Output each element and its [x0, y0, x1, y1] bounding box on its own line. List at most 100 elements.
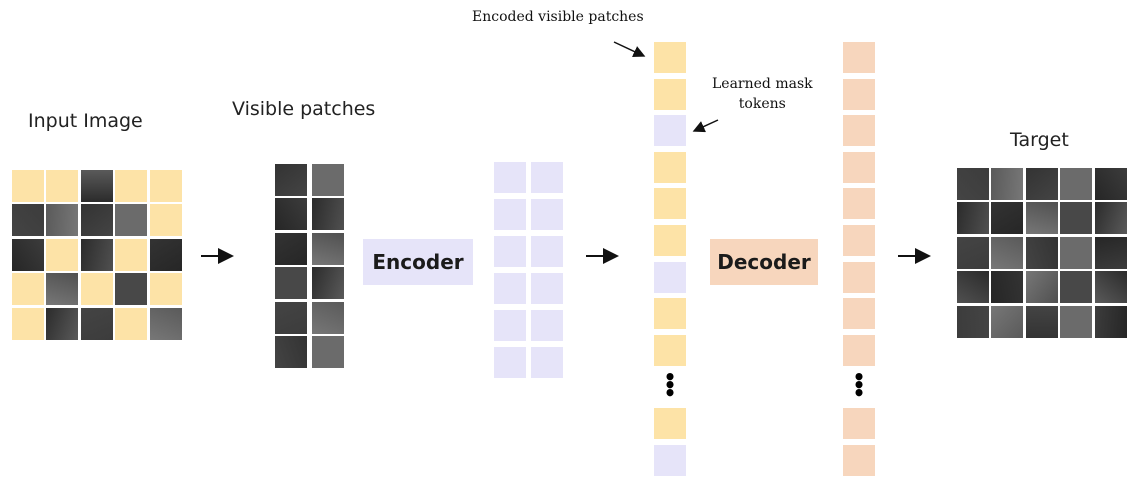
target-patch [991, 305, 1024, 338]
masked-patch [80, 273, 113, 306]
encoded-tokens-grid [494, 162, 564, 382]
decoded-token [843, 188, 875, 220]
masked-patch [115, 170, 148, 202]
target-patch [991, 168, 1024, 200]
encoded-token [531, 199, 563, 230]
target-patch [1094, 271, 1127, 304]
visible-patch [312, 164, 344, 196]
target-patch [957, 236, 989, 269]
mask-token [654, 444, 686, 476]
masked-patch [46, 170, 79, 202]
mask-token [654, 115, 686, 147]
image-patch [115, 204, 148, 237]
target-patch [1094, 168, 1127, 200]
encoded-visible-token [654, 151, 686, 183]
decoded-token [843, 261, 875, 293]
encoded-visible-patches-label: Encoded visible patches [472, 9, 644, 25]
target-patch [957, 168, 989, 200]
encoded-visible-token [654, 408, 686, 439]
masked-patch [12, 273, 44, 306]
visible-patch [275, 164, 307, 196]
target-patch [957, 202, 989, 235]
encoded-token [531, 162, 563, 193]
image-patch [80, 238, 113, 271]
decoded-token [843, 78, 875, 110]
target-patch [957, 305, 989, 338]
target-patch [1094, 305, 1127, 338]
encoded-token [494, 273, 526, 304]
visible-patch [275, 301, 307, 334]
image-patch [12, 204, 44, 237]
target-patch [1094, 202, 1127, 235]
target-patch [1025, 271, 1058, 304]
encoded-token [494, 236, 526, 267]
visible-patch [275, 232, 307, 265]
decoder-output-column: ••• [843, 42, 875, 482]
image-patch [80, 170, 113, 202]
image-patch [12, 238, 44, 271]
decoded-token [843, 225, 875, 256]
image-patch [149, 307, 182, 340]
decoded-token [843, 298, 875, 330]
target-patch [1025, 305, 1058, 338]
decoded-token [843, 151, 875, 183]
encoded-token [494, 347, 526, 378]
masked-patch [149, 204, 182, 237]
target-patch [1094, 236, 1127, 269]
encoded-visible-token [654, 42, 686, 73]
encoder-box: Encoder [363, 239, 473, 285]
image-patch [46, 204, 79, 237]
target-patch [1060, 236, 1093, 269]
encoded-visible-token [654, 225, 686, 256]
decoded-token [843, 42, 875, 73]
visible-patch [312, 301, 344, 334]
image-patch [115, 273, 148, 306]
encoded-visible-token [654, 334, 686, 366]
target-patch [991, 271, 1024, 304]
visible-patches-grid [275, 164, 347, 368]
input-image-grid [12, 170, 184, 342]
target-patch [1060, 168, 1093, 200]
target-image-grid [957, 168, 1129, 340]
image-patch [80, 307, 113, 340]
image-patch [46, 273, 79, 306]
target-patch [991, 202, 1024, 235]
masked-patch [149, 273, 182, 306]
masked-patch [12, 307, 44, 340]
encoded-token [531, 347, 563, 378]
target-patch [1060, 305, 1093, 338]
encoded-visible-token [654, 78, 686, 110]
encoded-token [531, 273, 563, 304]
decoded-token [843, 444, 875, 476]
encoded-token [494, 162, 526, 193]
visible-patch [275, 198, 307, 231]
masked-patch [115, 238, 148, 271]
encoded-visible-token [654, 298, 686, 330]
image-patch [46, 307, 79, 340]
decoder-input-column: ••• [654, 42, 686, 482]
visible-patch [275, 336, 307, 368]
visible-patches-label: Visible patches [232, 98, 376, 120]
input-image-label: Input Image [28, 110, 143, 132]
encoded-visible-token [654, 188, 686, 220]
decoded-token [843, 115, 875, 147]
target-patch [1025, 168, 1058, 200]
visible-patch [312, 198, 344, 231]
target-label: Target [1010, 129, 1069, 151]
encoded-token [494, 199, 526, 230]
encoded-token [531, 236, 563, 267]
arrow-encoded-visible-pointer [613, 41, 646, 57]
target-patch [957, 271, 989, 304]
visible-patch [312, 336, 344, 368]
image-patch [149, 238, 182, 271]
masked-patch [149, 170, 182, 202]
encoded-token [531, 310, 563, 341]
learned-mask-tokens-label: Learned mask tokens [712, 76, 813, 112]
target-patch [1060, 202, 1093, 235]
masked-patch [115, 307, 148, 340]
masked-patch [12, 170, 44, 202]
target-patch [991, 236, 1024, 269]
encoded-token [494, 310, 526, 341]
decoder-box: Decoder [710, 239, 818, 285]
